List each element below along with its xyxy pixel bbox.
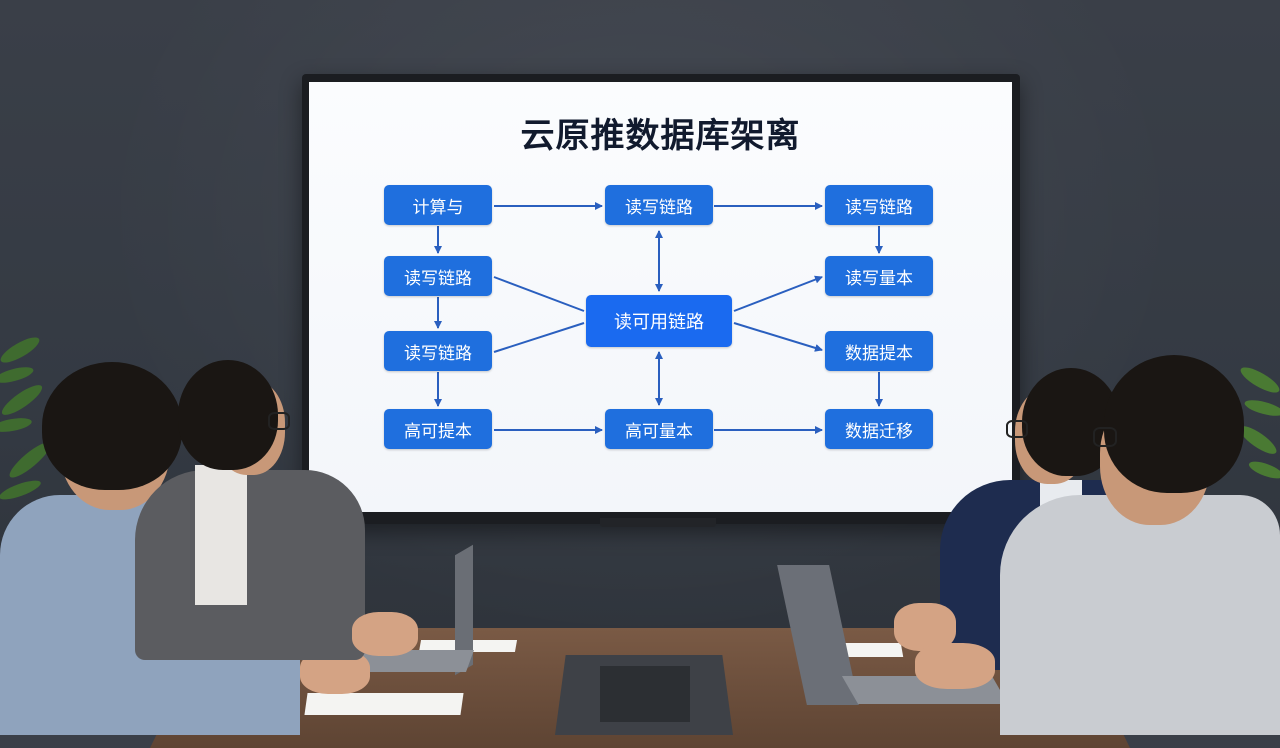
tv-bottom-bezel-tab: [600, 518, 716, 527]
person-back-left-jacket: [135, 470, 365, 660]
node-rw-link-left-3: 读写链路: [384, 331, 492, 371]
arrow-n7-n6: [733, 275, 823, 312]
person-back-right-glasses: [1006, 420, 1028, 438]
node-compute: 计算与: [384, 185, 492, 225]
node-rw-link-top-center: 读写链路: [605, 185, 713, 225]
person-back-left-hair: [178, 360, 278, 470]
arrow-n4-n7: [493, 276, 585, 312]
diagram-arrows: [434, 202, 883, 434]
node-ha-capacity: 高可量本: [605, 409, 713, 449]
notebook-left: [304, 693, 464, 715]
node-read-available-link: 读可用链路: [586, 295, 732, 347]
plant-right: [1239, 367, 1280, 479]
person-back-left-glasses: [268, 412, 290, 430]
person-back-left-shirt-collar: [195, 465, 247, 605]
person-front-right-shirt: [1000, 495, 1280, 735]
person-front-left-hair: [42, 362, 182, 490]
slide-title: 云原推数据库架离: [520, 116, 801, 156]
node-rw-link-top-right: 读写链路: [825, 185, 933, 225]
arrow-n7-n9: [733, 322, 823, 352]
person-front-right-hand: [915, 643, 995, 689]
node-data-cost: 数据提本: [825, 331, 933, 371]
node-data-migration: 数据迁移: [825, 409, 933, 449]
table-connector-slot: [600, 666, 690, 722]
person-back-left-hand: [352, 612, 418, 656]
arrow-n5-n7: [493, 322, 585, 353]
person-front-right-hair: [1104, 355, 1244, 493]
node-ha-cost: 高可提本: [384, 409, 492, 449]
node-rw-link-left-2: 读写链路: [384, 256, 492, 296]
node-rw-capacity: 读写量本: [825, 256, 933, 296]
person-front-right-glasses: [1093, 427, 1117, 447]
